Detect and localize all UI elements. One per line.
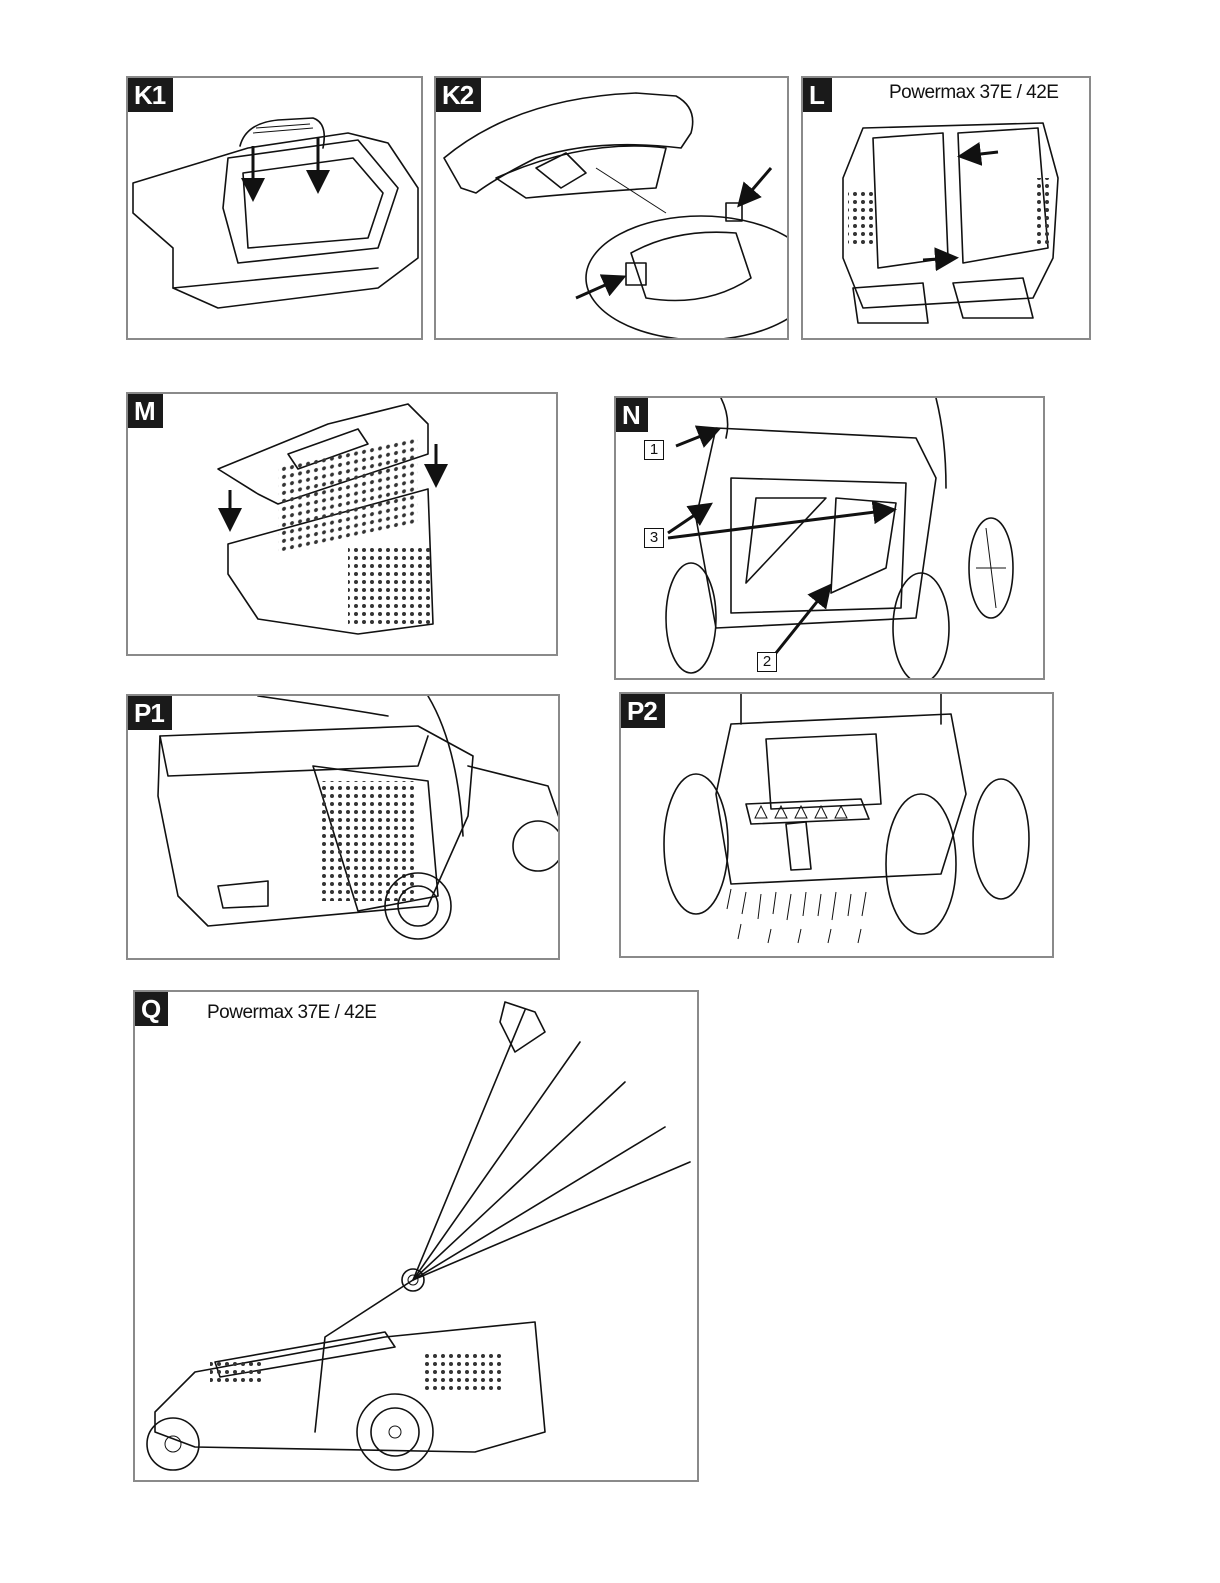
figure-panel-p2: P2 <box>619 692 1054 958</box>
handle-height-positions-illustration <box>135 992 699 1482</box>
grass-box-frame-illustration <box>803 78 1091 340</box>
mower-with-grass-box-illustration <box>128 696 560 960</box>
figure-panel-k1: K1 <box>126 76 423 340</box>
grass-box-lid-illustration <box>128 78 423 340</box>
warning-symbols-strip <box>746 799 869 824</box>
mower-rear-chute-illustration <box>616 398 1045 680</box>
figure-panel-p1: P1 <box>126 694 560 960</box>
figure-panel-n: N 1 3 2 <box>614 396 1045 680</box>
grass-box-lid-underside-illustration <box>436 78 789 340</box>
callout-1: 1 <box>644 440 664 460</box>
figure-panel-l: L Powermax 37E / 42E <box>801 76 1091 340</box>
figure-panel-k2: K2 <box>434 76 789 340</box>
figure-panel-q: Q Powermax 37E / 42E <box>133 990 699 1482</box>
grass-box-assembly-illustration <box>128 394 558 656</box>
mower-rear-discharge-illustration <box>621 694 1054 958</box>
callout-3: 3 <box>644 528 664 548</box>
figure-panel-m: M <box>126 392 558 656</box>
callout-2: 2 <box>757 652 777 672</box>
